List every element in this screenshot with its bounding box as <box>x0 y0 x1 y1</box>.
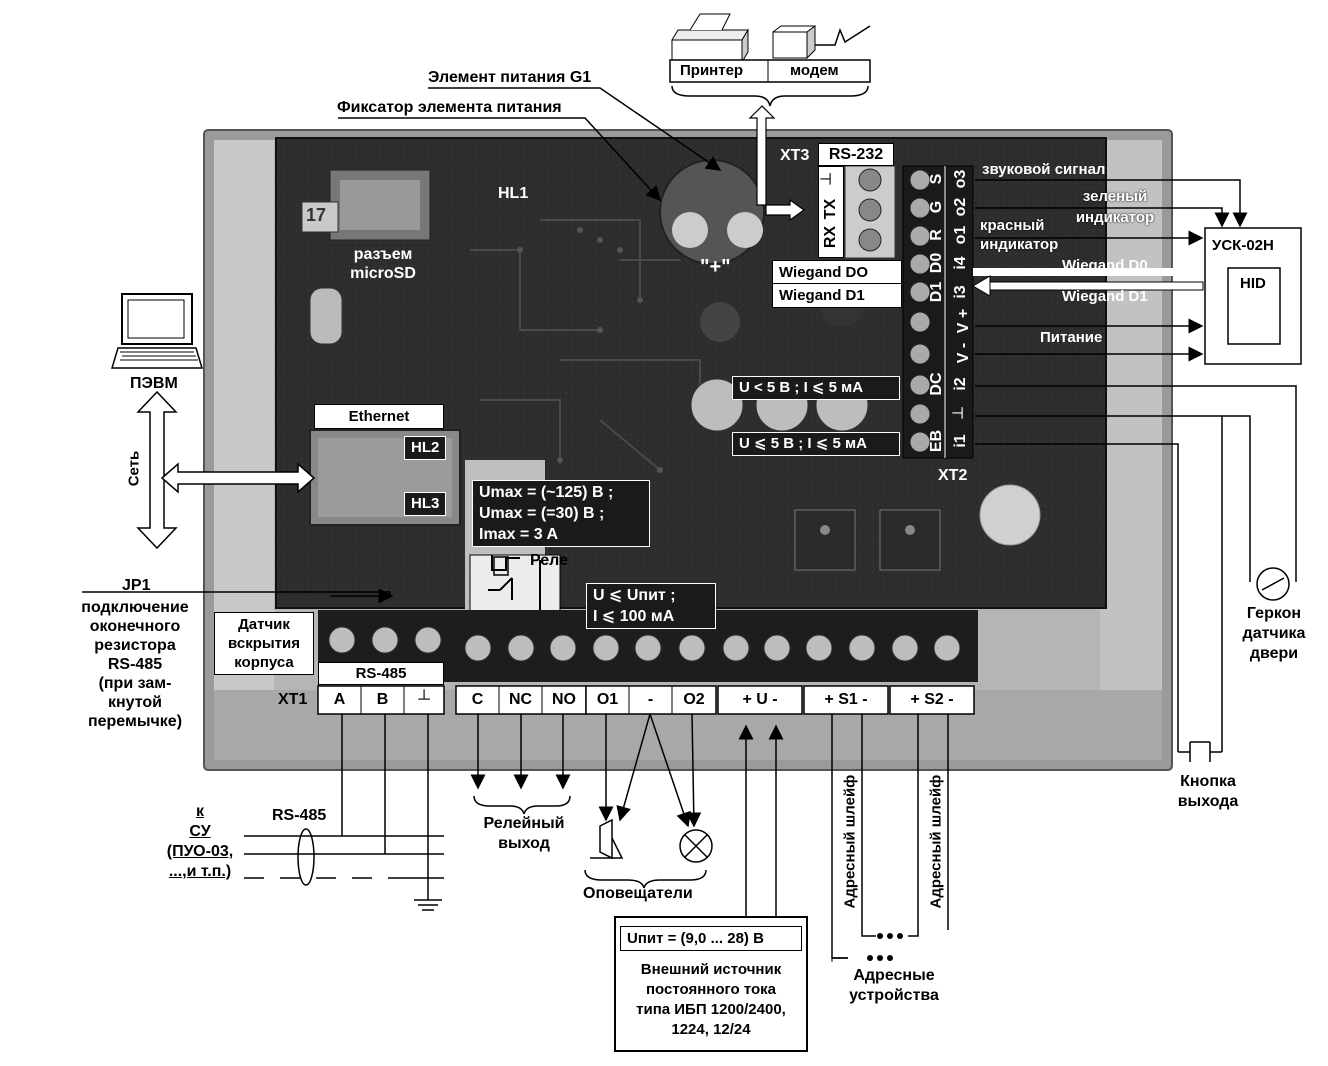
xt3-screws <box>844 165 896 259</box>
red-indicator-label: красный индикатор <box>980 217 1059 253</box>
microsd-label: разъем microSD <box>350 246 416 282</box>
hl3-label: HL3 <box>404 492 447 516</box>
xt2-ground: ┴ <box>954 407 971 419</box>
output-limits: U ⩽ Uпит ; I ⩽ 100 мА <box>586 583 716 629</box>
battery-label: Элемент питания G1 <box>428 69 592 86</box>
xt2-g: G <box>928 200 945 214</box>
xt3-rx: RX <box>822 225 839 249</box>
modem-label: модем <box>790 62 839 79</box>
rs232-label: RS-232 <box>818 143 894 166</box>
xt2-o1: o1 <box>952 225 969 245</box>
hl1-label: HL1 <box>498 185 529 202</box>
psu-label: Внешний источник постоянного тока типа И… <box>636 961 786 1038</box>
upit-label: Uпит = (9,0 ... 28) В <box>620 926 802 951</box>
xt1-block <box>317 610 978 715</box>
exit-button-label: Кнопка выхода <box>1177 773 1239 810</box>
door-reed-label: Геркон датчика двери <box>1242 605 1306 662</box>
terminal-power: + U - <box>742 691 778 708</box>
leader-lines <box>82 87 722 604</box>
relay-label: Реле <box>530 552 569 569</box>
address-loop-1: Адресный шлейф <box>841 774 859 909</box>
tamper-sensor-label: Датчик вскрытия корпуса <box>214 612 314 675</box>
xt2-o2: o2 <box>952 197 969 217</box>
xt2-i3: i3 <box>952 285 969 299</box>
xt2-d0: D0 <box>928 252 945 274</box>
xt2-block <box>902 165 974 459</box>
xt2-d1: D1 <box>928 281 945 303</box>
xt2-dc: DC <box>928 372 945 396</box>
battery-plus-label: "+" <box>700 256 731 278</box>
pc-icon <box>110 293 204 369</box>
battery-holder-label: Фиксатор элемента питания <box>337 99 562 116</box>
xt3-ground: ┴ <box>822 173 839 185</box>
alarms-label: Оповещатели <box>583 885 693 902</box>
usk-wiring <box>975 179 1302 762</box>
dc-limits: U < 5 В ; I ⩽ 5 мА <box>732 376 900 400</box>
xt2-i1: i1 <box>952 434 969 448</box>
relay-output-label: Релейный выход <box>483 815 565 852</box>
terminal-o2: O2 <box>683 691 705 708</box>
printer-label: Принтер <box>680 62 744 79</box>
wiegand-d1-box: Wiegand D1 <box>772 283 902 308</box>
terminal-s2: + S2 - <box>910 691 954 708</box>
xt3-label: XT3 <box>780 147 810 164</box>
eb-limits: U ⩽ 5 В ; I ⩽ 5 мА <box>732 432 900 456</box>
xt1-label: XT1 <box>278 691 308 708</box>
terminal-o1: O1 <box>596 691 619 708</box>
power-label: Питание <box>1040 329 1103 346</box>
ethernet-arrow <box>160 462 316 494</box>
usk-label: УСК-02Н <box>1212 237 1274 254</box>
su-label: к СУ (ПУО-03, ...,и т.п.) <box>166 803 234 880</box>
address-dots <box>867 933 903 961</box>
network-arrow <box>136 390 178 550</box>
xt2-o3: o3 <box>952 169 969 189</box>
xt2-eb: EB <box>928 429 945 453</box>
wiegand-d0-label: Wiegand D0 <box>1062 257 1148 274</box>
xt2-s: S <box>928 173 945 185</box>
pc-label: ПЭВМ <box>130 375 178 392</box>
rs485-header: RS-485 <box>318 662 444 685</box>
terminal-ground: ┴ <box>418 691 430 708</box>
terminal-nc: NC <box>508 691 533 708</box>
terminal-no: NO <box>552 691 576 708</box>
sound-signal-label: звуковой сигнал <box>982 161 1106 178</box>
xt2-label: XT2 <box>938 467 968 484</box>
pcb-board <box>275 137 1107 616</box>
terminal-minus: - <box>647 691 654 708</box>
rs232-arrow <box>748 105 806 222</box>
xt3-label-strip <box>818 166 844 258</box>
green-indicator-label: зеленый индикатор <box>1075 188 1155 226</box>
wiegand-d1-label: Wiegand D1 <box>1062 288 1148 305</box>
relay-limits: Umax = (~125) В ; Umax = (=30) В ; Imax … <box>472 480 650 547</box>
terminal-c: C <box>471 691 484 708</box>
printer-modem <box>669 13 871 107</box>
rs485-bus-label: RS-485 <box>272 807 327 824</box>
wiegand-arrows <box>972 268 1204 297</box>
jp1-label: JP1 <box>122 577 151 594</box>
hid-label: HID <box>1240 275 1266 292</box>
jp1-description: подключение оконечного резистора RS-485 … <box>81 599 189 730</box>
terminal-a: A <box>333 691 346 708</box>
wiegand-d0-box: Wiegand DO <box>772 260 902 285</box>
terminal-s1: + S1 - <box>824 691 868 708</box>
xt2-i4: i4 <box>952 256 969 270</box>
ethernet-label: Ethernet <box>314 404 444 429</box>
xt2-r: R <box>928 229 945 241</box>
bottom-wiring <box>244 713 949 959</box>
terminal-b: B <box>376 691 389 708</box>
xt2-i2: i2 <box>952 377 969 391</box>
network-label: Сеть <box>125 450 143 487</box>
address-loop-2: Адресный шлейф <box>927 774 945 909</box>
hl2-label: HL2 <box>404 436 447 460</box>
board-number: 17 <box>306 205 327 225</box>
address-devices-label: Адресные устройства <box>849 967 939 1004</box>
